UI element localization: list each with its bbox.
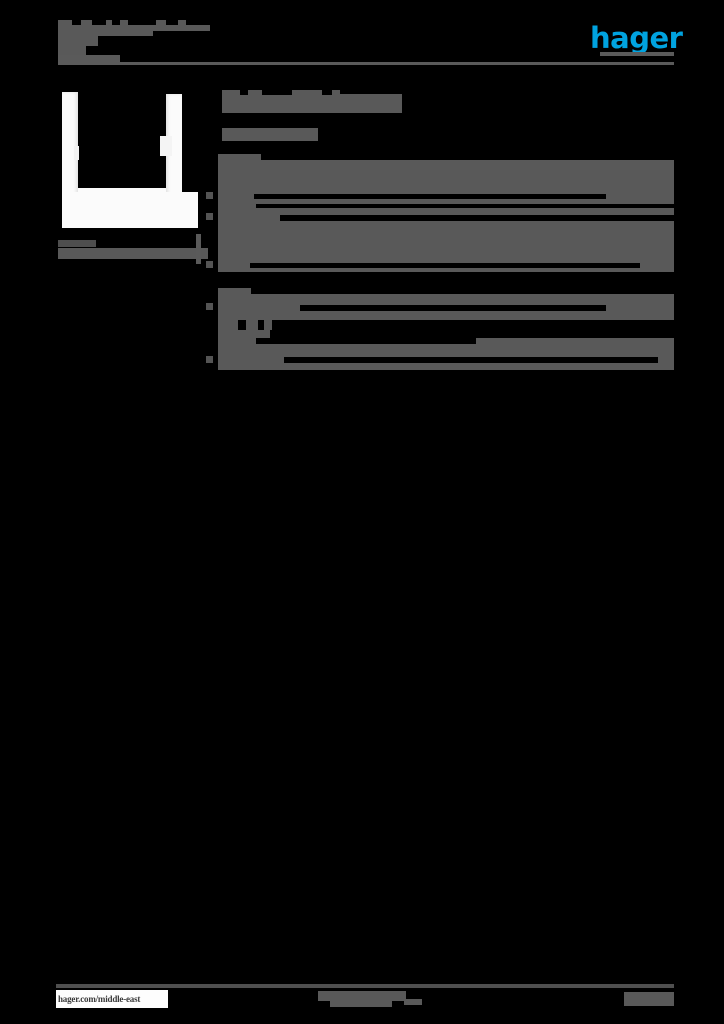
redaction-notch — [262, 90, 292, 95]
redaction-notch — [186, 20, 210, 25]
redaction-notch — [240, 90, 248, 95]
header-subtitle-line1 — [58, 36, 98, 46]
footer-url-link[interactable]: hager.com/middle-east — [56, 990, 168, 1008]
footer-page-number — [624, 992, 674, 1006]
header-title-line2 — [58, 22, 153, 36]
redaction-notch — [128, 20, 156, 25]
product-right-wall — [166, 94, 182, 206]
caption-end-marker — [196, 234, 201, 264]
footer-center-line1 — [318, 991, 406, 1001]
table-row — [218, 246, 674, 272]
redaction-notch — [166, 20, 178, 25]
product-clip-right — [160, 136, 172, 156]
row-separator — [280, 215, 674, 221]
table-row — [218, 208, 674, 246]
product-left-wall — [62, 92, 78, 210]
table-row-fragment — [264, 320, 272, 330]
row-separator — [256, 338, 476, 344]
header-rule — [58, 62, 674, 65]
row-marker — [206, 213, 213, 220]
table-row-fragment — [218, 330, 270, 338]
row-marker — [206, 192, 213, 199]
product-image — [58, 88, 198, 228]
logo-underline — [600, 52, 674, 56]
product-base — [62, 192, 198, 228]
header-rule-left — [58, 55, 120, 63]
row-separator — [254, 194, 606, 199]
redaction-notch — [92, 20, 106, 25]
redaction-notch — [112, 20, 120, 25]
row-separator — [284, 357, 658, 363]
row-separator — [300, 305, 606, 311]
row-marker — [206, 261, 213, 268]
footer-center-line3 — [404, 999, 422, 1005]
footer-center-line2 — [330, 1000, 392, 1007]
row-marker — [206, 356, 213, 363]
product-clip-left — [74, 146, 79, 160]
table-row-fragment — [218, 320, 238, 330]
table-row-fragment — [246, 320, 258, 330]
spec-table-2-label — [218, 288, 251, 296]
redaction-notch — [72, 20, 81, 25]
main-heading-line2 — [222, 94, 402, 113]
redaction-notch — [120, 46, 212, 55]
image-caption-line2 — [58, 248, 208, 259]
table-row-labelcell — [218, 294, 256, 320]
spec-table-1-label — [218, 154, 261, 162]
redaction-notch — [126, 36, 214, 46]
main-subheading — [222, 128, 318, 141]
image-caption-line1 — [58, 240, 96, 247]
row-marker — [206, 303, 213, 310]
footer-rule — [56, 984, 674, 988]
redaction-notch — [322, 90, 332, 95]
row-separator — [250, 263, 640, 268]
hager-logo: hager — [590, 21, 683, 55]
header-subtitle-line2 — [58, 46, 86, 55]
